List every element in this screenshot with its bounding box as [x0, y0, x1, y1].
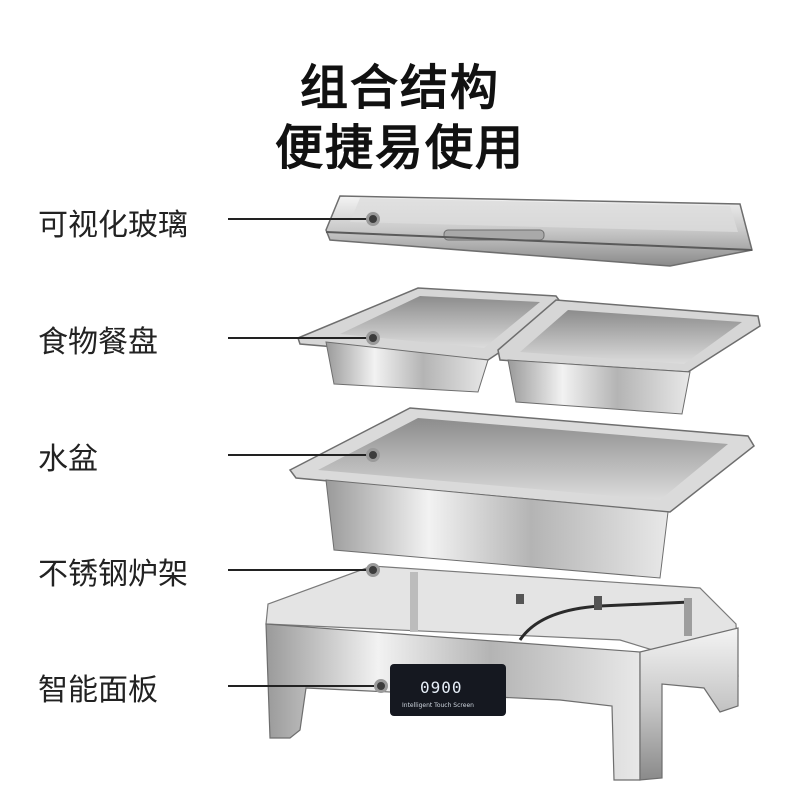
stainless-stand: [265, 565, 739, 781]
pointer-dot: [366, 212, 380, 226]
glass-lid: [325, 195, 753, 267]
label-food-pan: 食物餐盘: [38, 325, 158, 360]
pointer-dot: [366, 331, 380, 345]
headline-line-1: 组合结构: [299, 60, 500, 116]
leader-line: [228, 337, 374, 339]
leader-line: [228, 685, 374, 687]
leader-line: [228, 569, 374, 571]
leader-line: [228, 218, 374, 220]
label-control-panel: 智能面板: [38, 673, 158, 708]
label-water-pan: 水盆: [38, 442, 98, 477]
water-pan: [288, 407, 755, 579]
panel-display-readout: 0900: [420, 678, 463, 697]
leader-line: [228, 454, 374, 456]
pointer-dot: [366, 448, 380, 462]
label-glass-lid: 可视化玻璃: [38, 208, 188, 243]
pointer-dot: [366, 563, 380, 577]
food-pans: [297, 287, 761, 415]
headline-line-2: 便捷易使用: [274, 120, 525, 176]
label-stand: 不锈钢炉架: [38, 557, 188, 592]
pointer-dot: [374, 679, 388, 693]
panel-caption: Intelligent Touch Screen: [402, 702, 474, 709]
control-panel-screen: [390, 664, 506, 716]
